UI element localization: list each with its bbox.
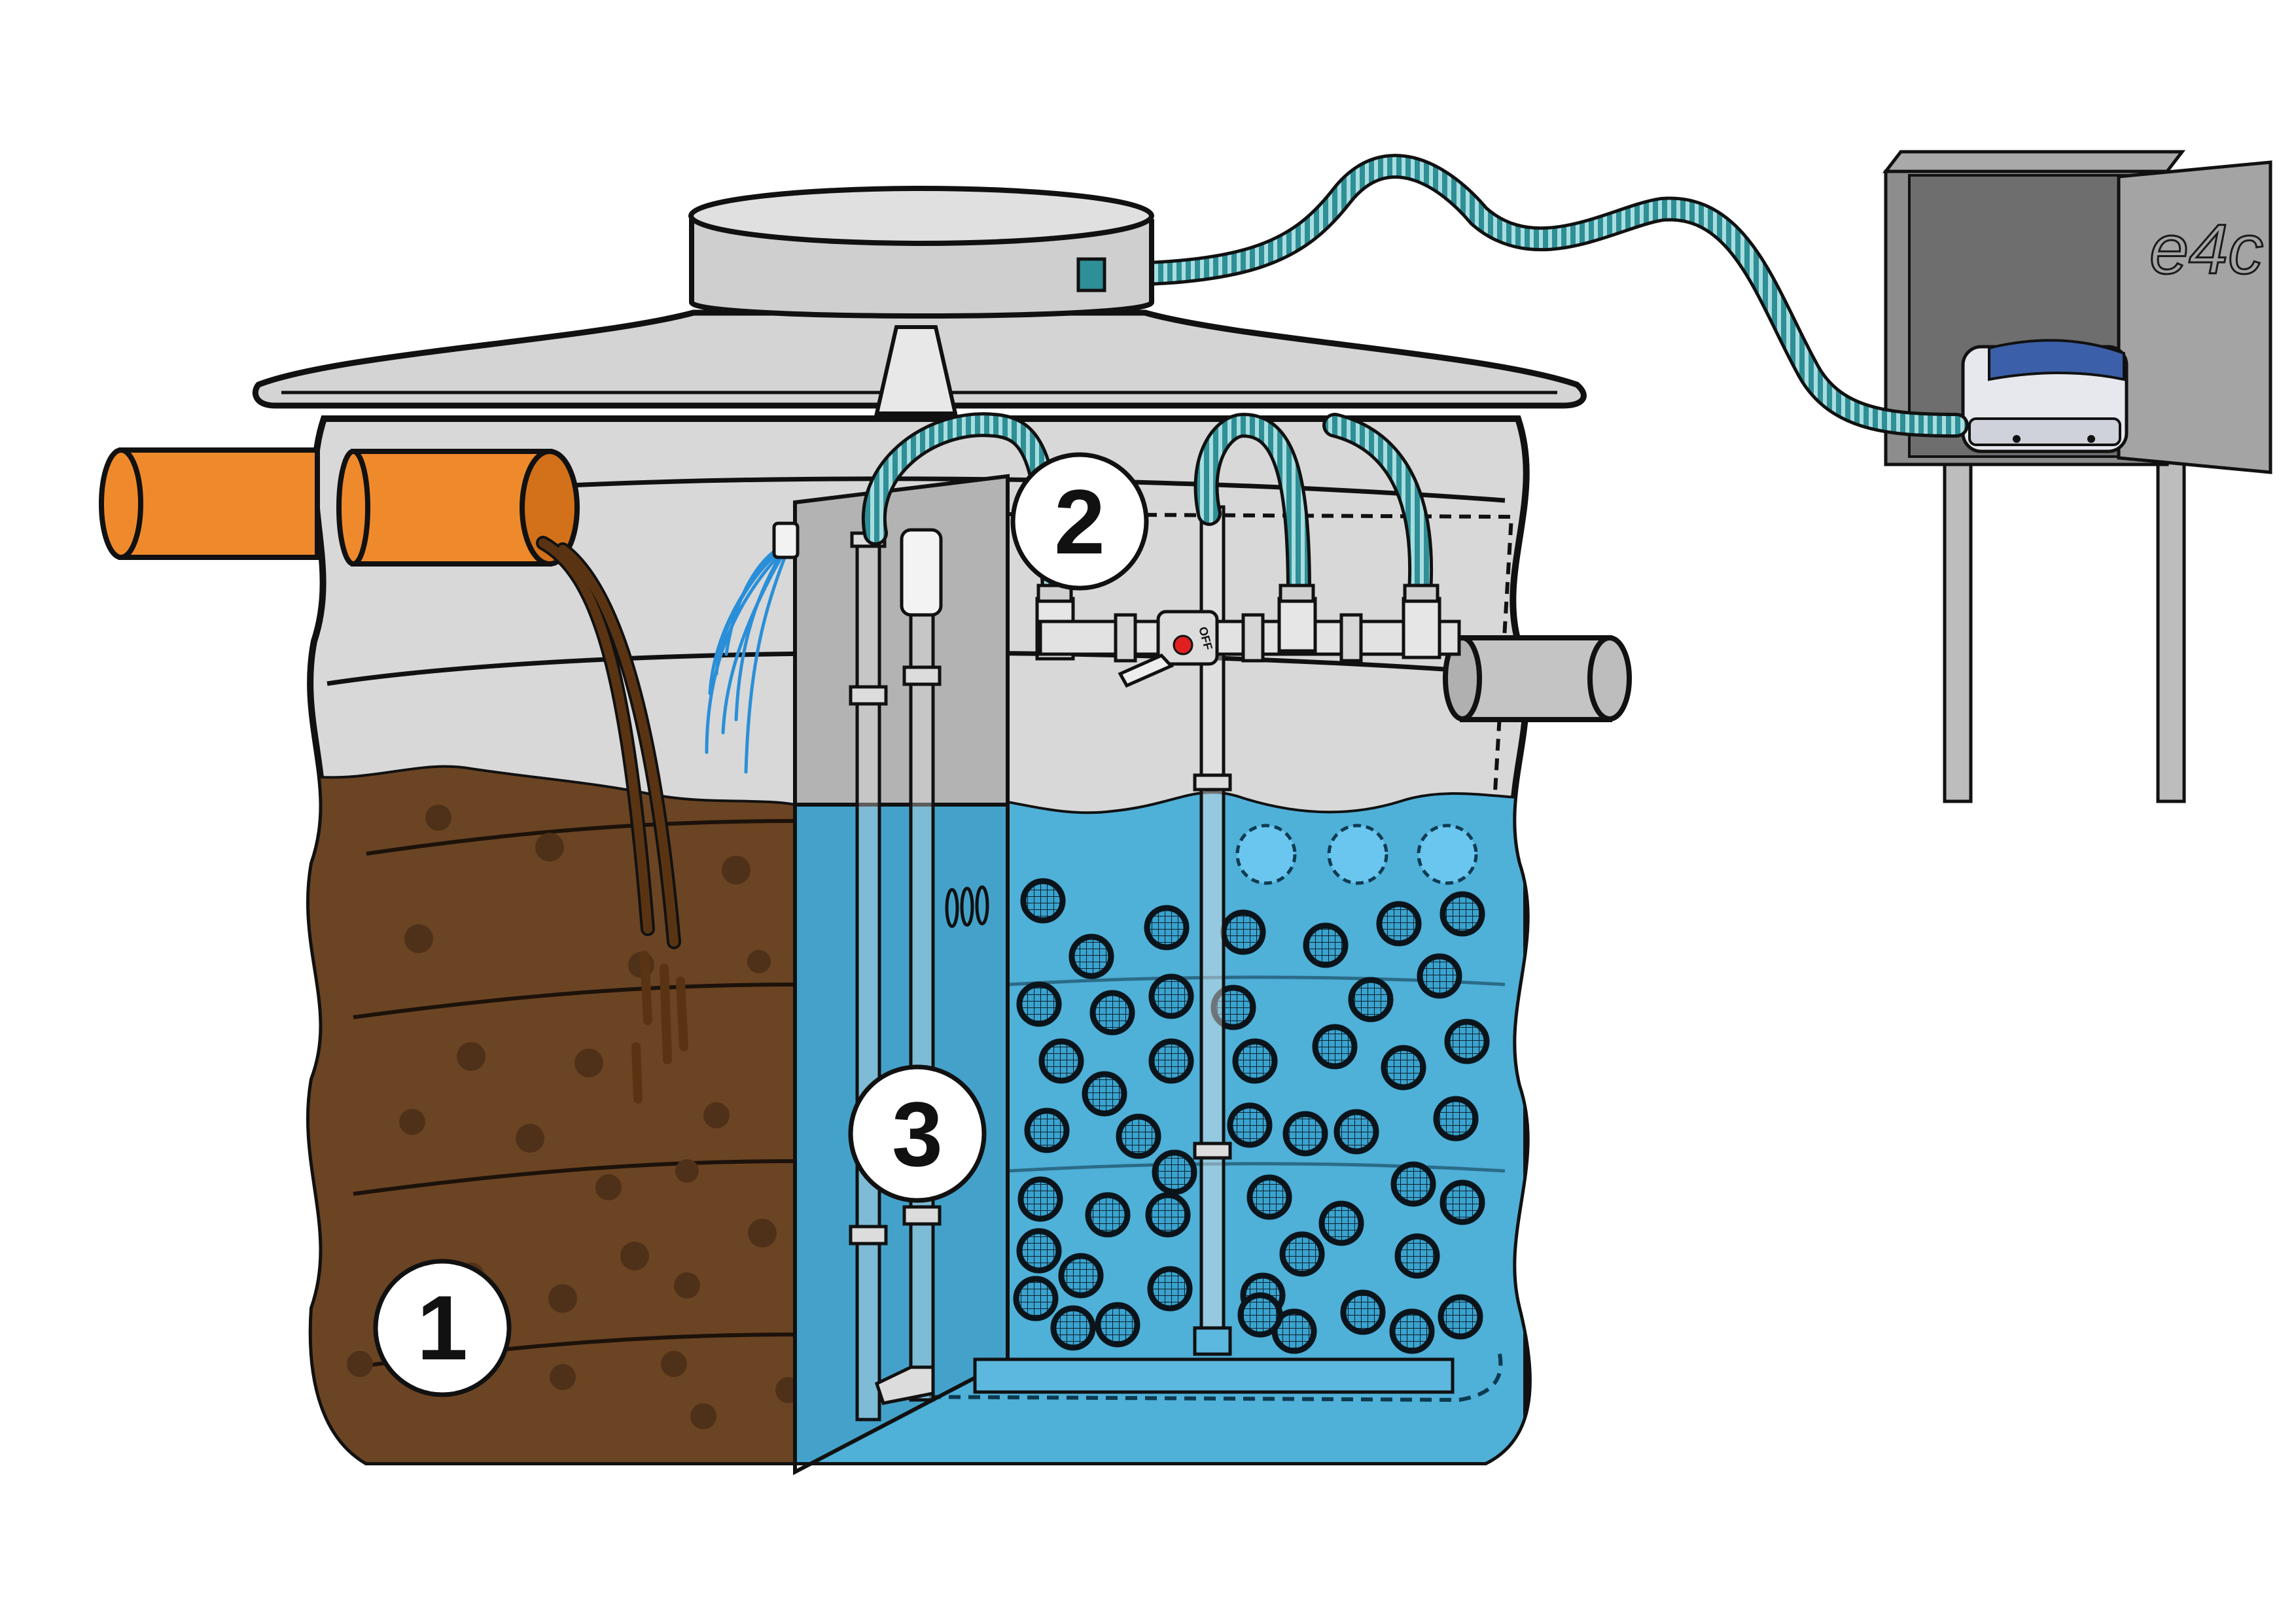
media-ball-icon xyxy=(1303,922,1349,968)
media-ball-icon xyxy=(1246,1174,1292,1220)
cabinet-brand: e4c xyxy=(2149,209,2263,288)
airlift-pipes xyxy=(849,528,943,1422)
water-chamber-bottom-line xyxy=(889,1347,1503,1403)
sewage-inflow-stream xyxy=(536,536,688,1104)
media-ball-icon xyxy=(1017,1176,1063,1222)
step-1-label: 1 xyxy=(417,1276,468,1379)
media-ball-icon xyxy=(1327,824,1388,885)
media-ball-icon xyxy=(1439,1179,1485,1225)
media-ball-icon xyxy=(1038,1038,1084,1084)
media-ball-icon xyxy=(1089,990,1135,1036)
media-ball-icon xyxy=(1069,934,1114,979)
media-ball-icon xyxy=(1389,1308,1435,1354)
air-blower-icon xyxy=(1961,339,2128,453)
media-ball-icon xyxy=(1279,1231,1325,1277)
access-riser-cap[interactable] xyxy=(688,186,1154,246)
media-ball-icon xyxy=(1148,973,1194,1019)
media-ball-icon xyxy=(1282,1111,1328,1157)
ball-valve-icon[interactable]: OFF xyxy=(1118,610,1219,688)
media-balls xyxy=(1013,878,1490,1354)
inlet-pipe-icon xyxy=(99,447,580,567)
cabinet-leg-right xyxy=(2156,449,2186,803)
media-ball-icon xyxy=(1333,1109,1379,1155)
media-ball-icon xyxy=(1013,1276,1059,1321)
media-ball-icon xyxy=(1348,977,1394,1022)
step-marker-3: 3 xyxy=(848,1064,987,1203)
media-ball-icon xyxy=(1232,1038,1278,1084)
step-marker-1: 1 xyxy=(373,1259,512,1397)
access-riser[interactable] xyxy=(689,219,1154,319)
media-ball-icon xyxy=(1016,981,1062,1027)
media-ball-icon xyxy=(1444,1019,1490,1064)
lid-rib xyxy=(874,325,958,415)
air-manifold xyxy=(1035,584,1461,663)
media-ball-icon xyxy=(1147,1266,1193,1312)
media-ball-icon xyxy=(1376,901,1422,947)
media-ball-icon xyxy=(1227,1102,1273,1148)
cabinet-top xyxy=(1882,150,2186,173)
media-ball-icon xyxy=(1439,891,1485,937)
baffle-slots xyxy=(945,885,989,928)
media-ball-icon xyxy=(1116,1113,1161,1159)
media-ball-icon xyxy=(1144,905,1190,951)
riser-hose-fitting xyxy=(1076,257,1106,292)
media-ball-icon xyxy=(1237,1292,1283,1338)
media-ball-icon xyxy=(1152,1149,1197,1195)
floating-media xyxy=(1235,824,1478,885)
diffuser-bar xyxy=(973,1357,1455,1394)
media-ball-icon xyxy=(1318,1200,1364,1246)
media-ball-icon xyxy=(1020,878,1066,924)
outlet-pipe-icon xyxy=(1443,635,1632,722)
media-ball-icon xyxy=(1438,1294,1483,1340)
return-water-spray xyxy=(705,544,787,774)
step-3-label: 3 xyxy=(892,1083,943,1185)
media-ball-icon xyxy=(1016,1228,1062,1274)
media-ball-icon xyxy=(1417,953,1462,999)
media-ball-icon xyxy=(1220,909,1266,955)
media-ball-icon xyxy=(1145,1192,1191,1238)
media-ball-icon xyxy=(1340,1289,1386,1335)
step-marker-2: 2 xyxy=(1010,452,1149,591)
media-ball-icon xyxy=(1082,1071,1127,1117)
media-ball-icon xyxy=(1417,824,1478,885)
media-ball-icon xyxy=(1085,1192,1131,1238)
return-nozzle xyxy=(772,521,800,559)
blower-cabinet: e4c xyxy=(1882,150,2272,803)
media-ball-icon xyxy=(1058,1253,1104,1299)
step-2-label: 2 xyxy=(1054,470,1105,573)
media-ball-icon xyxy=(1148,1038,1194,1084)
media-ball-icon xyxy=(1433,1096,1479,1142)
baffle-wall-top xyxy=(793,474,1010,807)
media-ball-icon xyxy=(1050,1305,1096,1351)
media-ball-icon xyxy=(1235,824,1297,885)
media-ball-icon xyxy=(1312,1024,1358,1070)
tank-lid xyxy=(252,186,1587,415)
media-ball-icon xyxy=(1390,1161,1436,1207)
media-ball-icon xyxy=(1024,1108,1070,1153)
cabinet-leg-left xyxy=(1943,449,1973,803)
media-ball-icon xyxy=(1394,1233,1440,1279)
media-ball-icon xyxy=(1381,1045,1426,1091)
media-ball-icon xyxy=(1095,1302,1140,1348)
sludge-particles xyxy=(347,805,802,1429)
air-hose-stripes xyxy=(1077,157,1966,434)
